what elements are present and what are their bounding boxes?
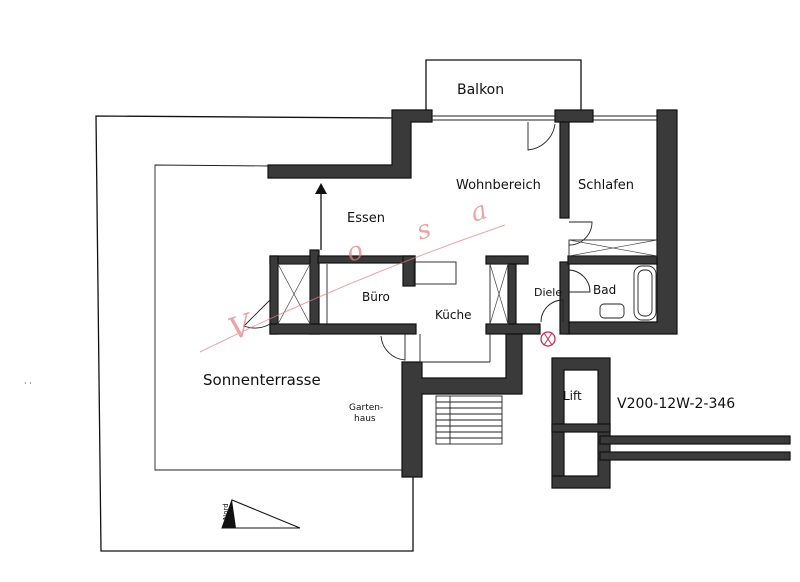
kitchen-door-swing — [380, 334, 406, 361]
room-label-schlafen: Schlafen — [578, 178, 634, 193]
room-label-balkon: Balkon — [457, 82, 504, 98]
room-label-gartenhaus-2: haus — [354, 414, 376, 424]
balcony-door-swing — [527, 122, 556, 151]
plan-code: V200-12W-2-346 — [617, 396, 735, 412]
watermark-letter-2: o — [343, 235, 367, 268]
terrace-outline — [95, 115, 414, 552]
room-label-diele: Diele — [534, 286, 562, 299]
bathtub — [633, 265, 657, 321]
washbasin — [599, 303, 625, 319]
north-label: Nord — [222, 503, 230, 520]
room-label-wohnbereich: Wohnbereich — [456, 178, 541, 193]
room-label-gartenhaus-1: Garten- — [349, 403, 383, 413]
watermark-letter-1: V — [225, 307, 260, 348]
north-arrow — [221, 499, 301, 529]
room-label-lift: Lift — [563, 389, 582, 403]
edge-dots: · · — [24, 379, 32, 388]
room-label-sonnenterrasse: Sonnenterrasse — [203, 371, 321, 389]
watermark-letter-4: a — [467, 195, 491, 228]
room-label-kueche: Küche — [435, 308, 471, 322]
entry-door-swing — [540, 299, 564, 323]
entry-marker — [540, 331, 556, 347]
watermark-stroke — [199, 224, 506, 353]
bedroom-door-swing — [568, 221, 593, 246]
bath-door-swing — [567, 269, 591, 293]
kitchen-cabinet — [489, 263, 509, 325]
room-label-essen: Essen — [347, 211, 385, 226]
walls — [267, 109, 791, 489]
closet-left — [277, 263, 311, 325]
room-label-buero: Büro — [362, 290, 390, 304]
room-label-bad: Bad — [593, 283, 616, 297]
terrace-door-swing — [243, 299, 271, 329]
entry-arrow — [315, 183, 327, 250]
kitchen-counter — [413, 261, 457, 285]
balcony-outline — [425, 59, 582, 112]
bedroom-wardrobe — [568, 239, 658, 257]
staircase — [435, 395, 503, 445]
watermark-letter-3: s — [413, 214, 435, 247]
sun-terrace-inner-outline — [154, 164, 404, 471]
